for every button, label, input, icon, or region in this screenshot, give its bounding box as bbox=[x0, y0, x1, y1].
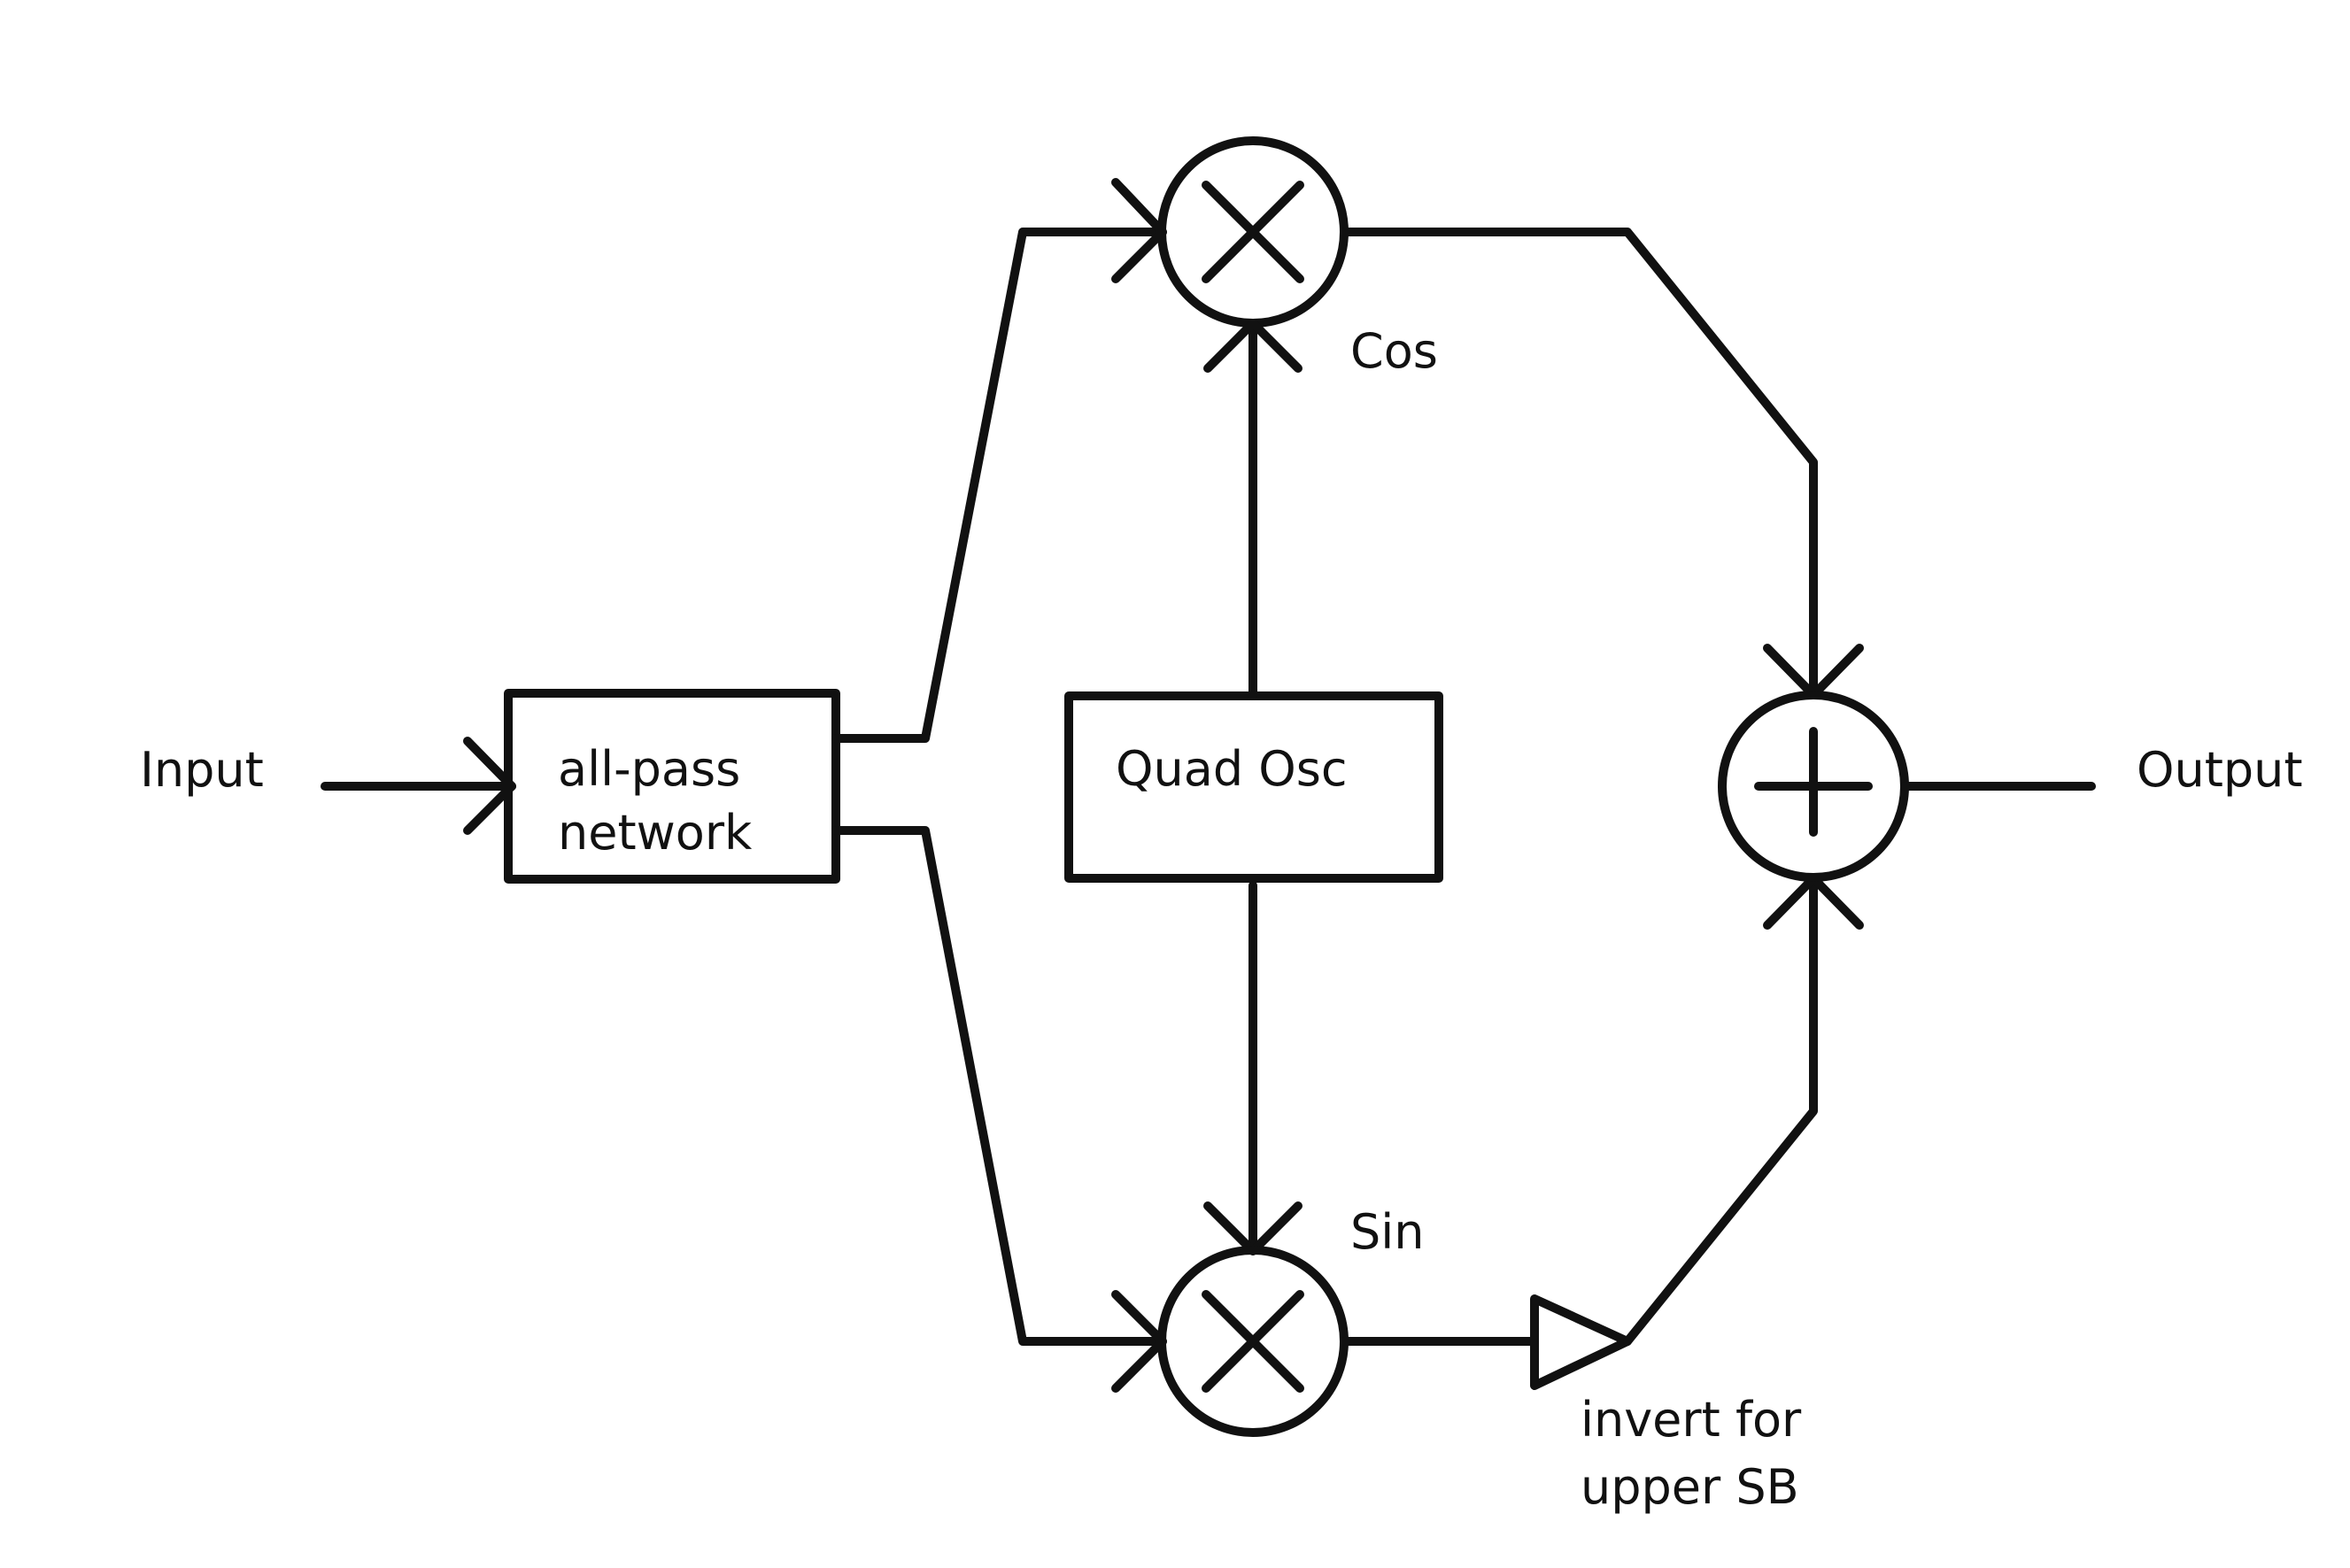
plus-icon bbox=[1754, 727, 1873, 837]
cos-multiplier-input-arrowhead-icon bbox=[1111, 178, 1167, 283]
inverter-to-summer-wire bbox=[1623, 874, 1818, 1346]
cos-to-summer-wire bbox=[1340, 228, 1818, 699]
inverter-triangle bbox=[1530, 1294, 1632, 1390]
multiply-icon bbox=[1202, 181, 1304, 283]
invert-label-line1: invert for bbox=[1581, 1392, 1802, 1448]
input-label: Input bbox=[140, 742, 264, 798]
cos-label: Cos bbox=[1350, 323, 1438, 379]
all-pass-network-block bbox=[504, 689, 840, 884]
multiply-icon bbox=[1202, 1290, 1304, 1393]
upper-path-wire bbox=[831, 228, 1167, 743]
lower-path-wire bbox=[831, 826, 1167, 1346]
cos-arrowhead-icon bbox=[1203, 319, 1303, 373]
all-pass-label-line1: all-pass bbox=[558, 741, 740, 797]
invert-label-line2: upper SB bbox=[1581, 1459, 1799, 1515]
sin-multiplier-input-arrowhead-icon bbox=[1111, 1290, 1167, 1393]
quad-osc-label: Quad Osc bbox=[1116, 741, 1348, 797]
sin-label: Sin bbox=[1350, 1204, 1425, 1260]
all-pass-label-line2: network bbox=[558, 805, 753, 861]
output-label: Output bbox=[2137, 742, 2303, 798]
